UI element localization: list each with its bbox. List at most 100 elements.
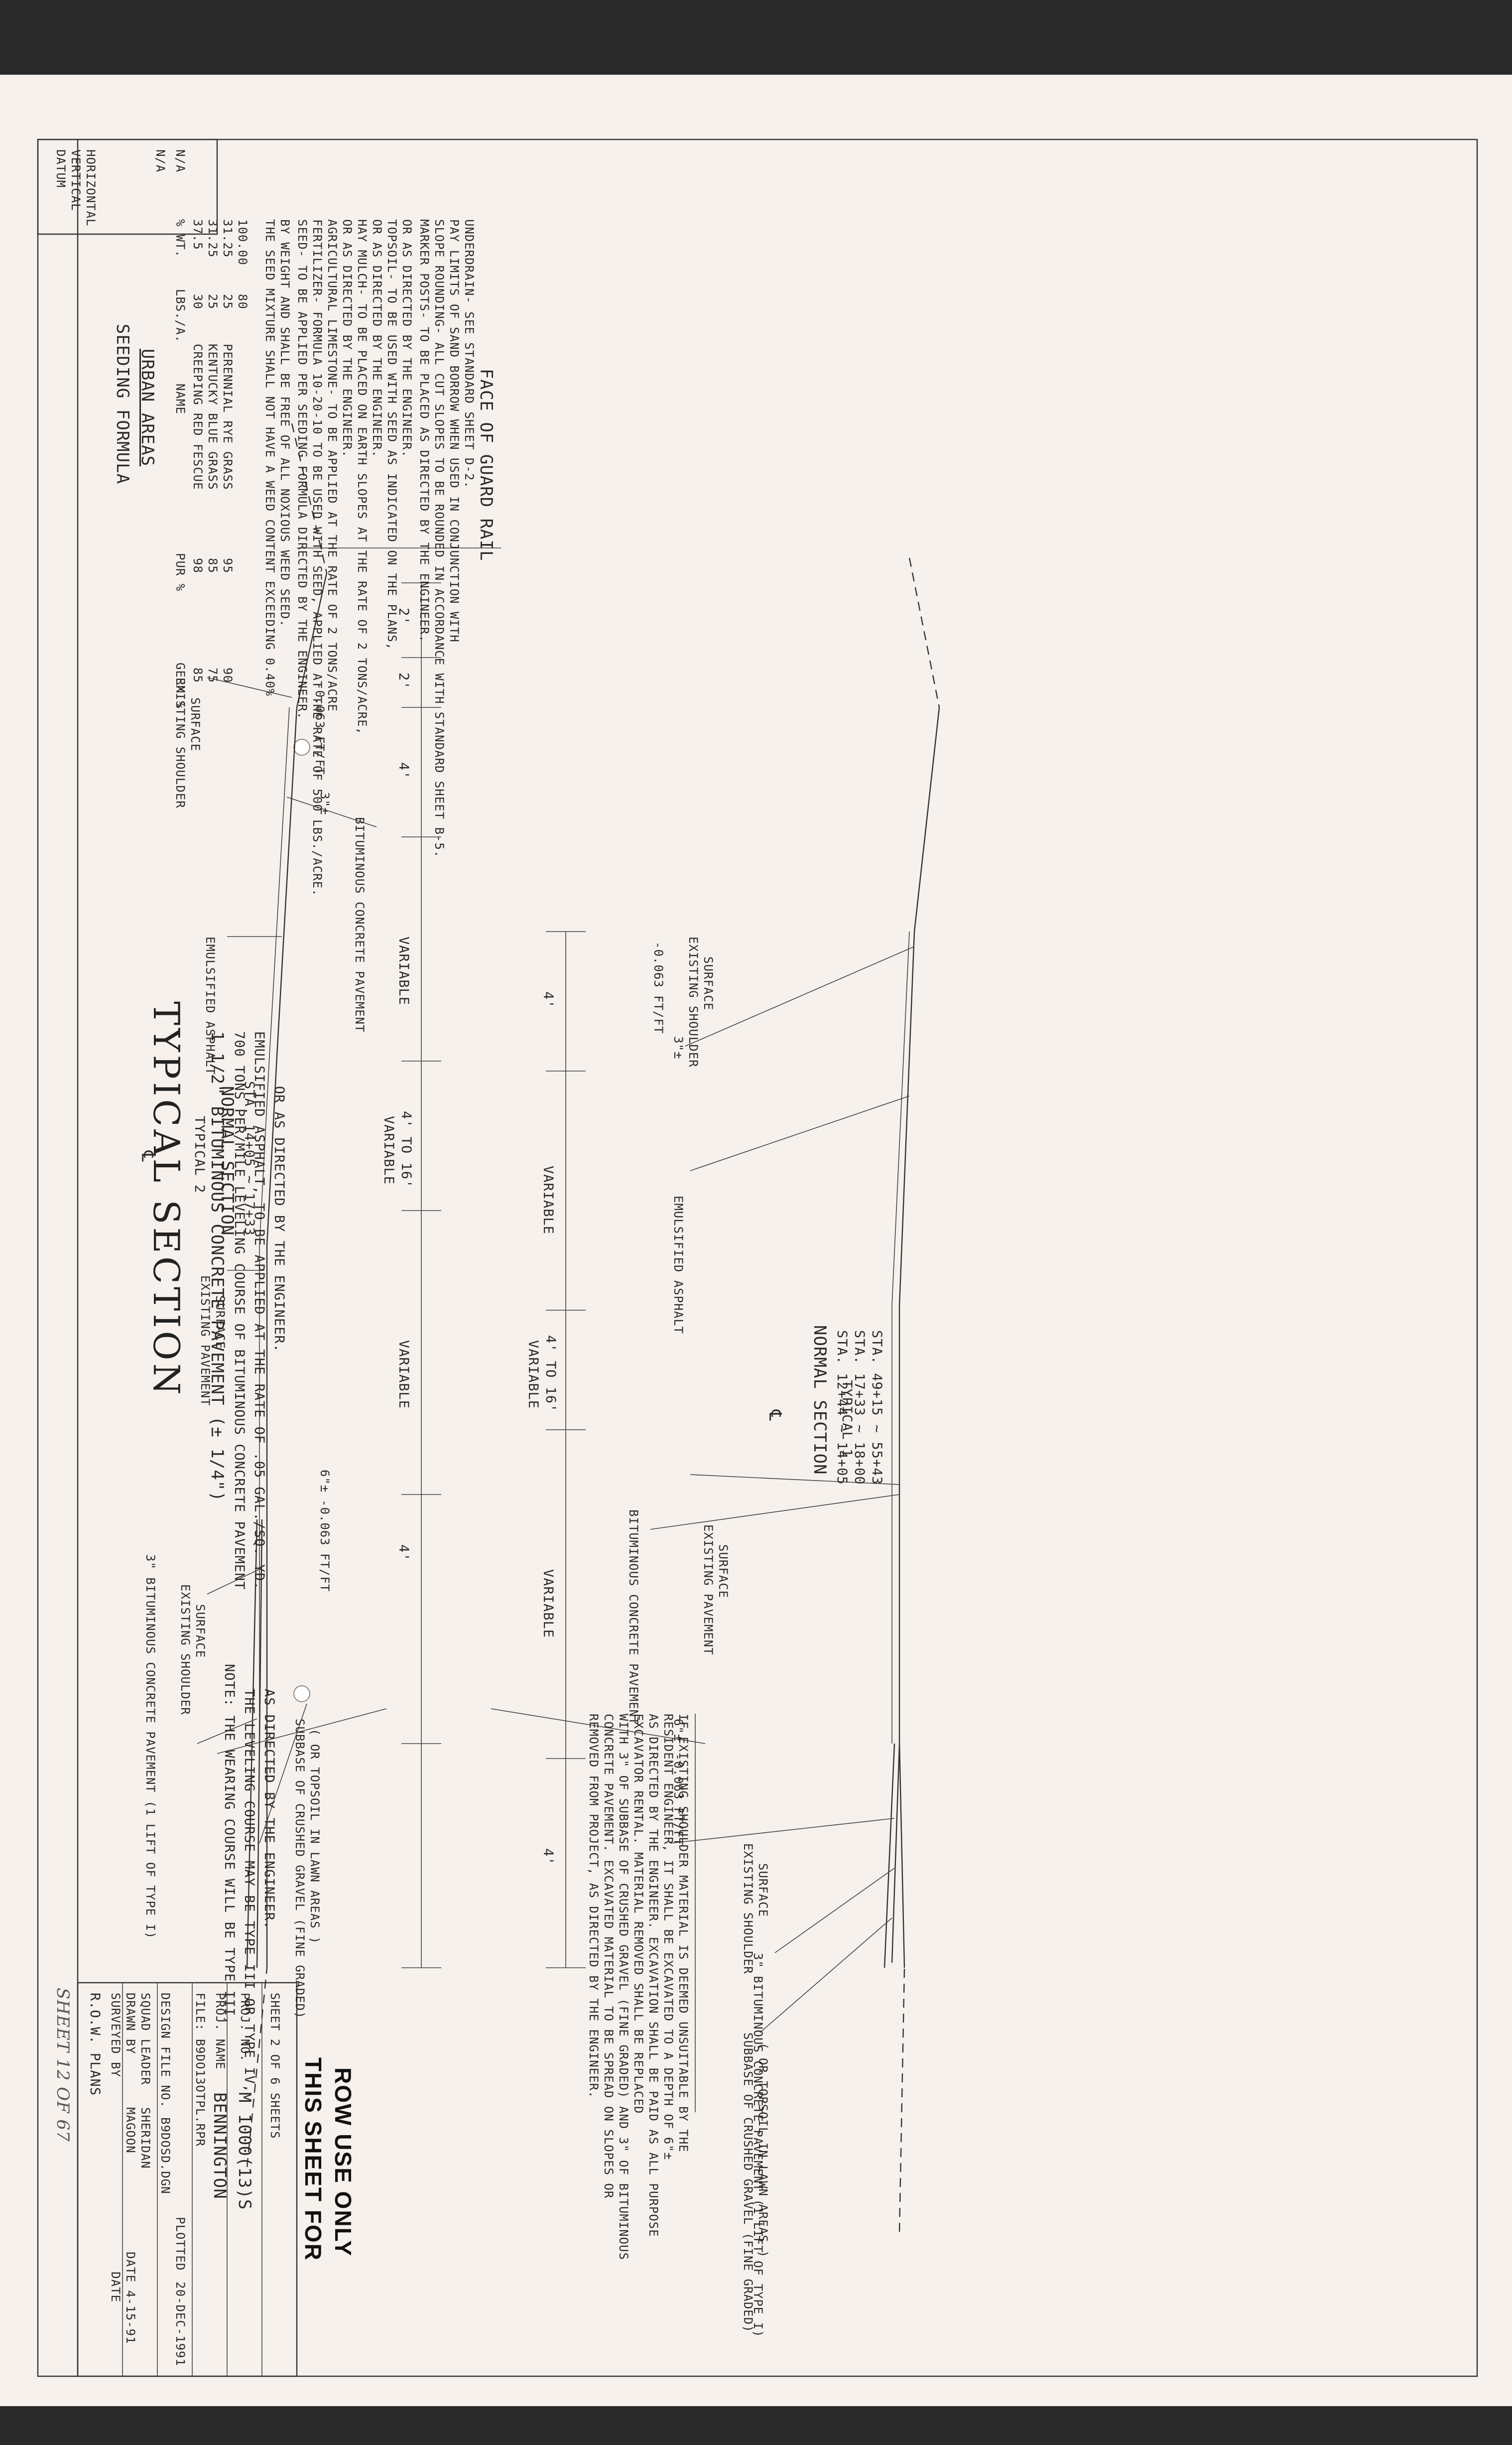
- dim-label: 4': [396, 762, 411, 780]
- row-stamp-line2: ROW USE ONLY: [330, 2067, 356, 2257]
- seeding-total: 100.00: [236, 219, 250, 266]
- tb-heading: R.O.W. PLANS: [87, 1993, 103, 2096]
- seeding-cell: 90: [221, 668, 235, 683]
- station-range: STA. 17+33 ~ 18+00: [852, 1330, 867, 1485]
- sheet-number: SHEET 12 OF 67: [53, 1988, 73, 2142]
- tb-drawn: DRAWN BY: [124, 1993, 137, 2054]
- datum-label: DATUM: [54, 149, 68, 188]
- seeding-note: OR AS DIRECTED BY THE ENGINEER.: [340, 219, 354, 458]
- dim-label: VARIABLE: [396, 1340, 411, 1409]
- label-emulsified: EMULSIFIED ASPHALT: [203, 937, 217, 1076]
- wearing-note: NOTE: THE WEARING COURSE WILL BE TYPE II…: [222, 1664, 237, 2025]
- tb-plot: 20-DEC-1991: [173, 2282, 187, 2366]
- label-subbase: ( OR TOPSOIL IN LAWN AREAS ): [308, 1729, 322, 1944]
- typical-name: TYPICAL 2: [192, 1116, 207, 1194]
- typical-2-surface: [266, 572, 328, 1968]
- dim-label: VARIABLE: [540, 1166, 556, 1235]
- dim-label: VARIABLE: [381, 1116, 396, 1185]
- shoulder-note-leader-bottom: [217, 1708, 387, 1754]
- tb-design-file-label: DESIGN FILE NO.: [158, 1993, 172, 2108]
- shoulder-note-leader-top: [491, 1708, 706, 1744]
- station-range: STA. 12+44 ~ 14+05: [834, 1330, 850, 1485]
- drawing-title: TYPICAL SECTION: [145, 1001, 187, 1398]
- bottom-edge: [0, 2406, 1512, 2445]
- shoulder-note: IF EXISTING SHOULDER MATERIAL IS DEEMED …: [676, 1714, 690, 2153]
- dim-label: 4' TO 16': [398, 1111, 414, 1189]
- slope-label: -0.063 FT/FT: [651, 942, 665, 1034]
- label-existing-pavement: EXISTING PAVEMENT: [198, 1275, 212, 1406]
- station-range: STA. 14+05 ~ 17+33: [242, 1081, 257, 1236]
- seeding-total: 80: [236, 294, 250, 309]
- label-existing-shoulder: EXISTING SHOULDER: [173, 678, 187, 809]
- seeding-cell: 30: [191, 294, 205, 309]
- label-existing-pavement: SURFACE: [213, 1295, 227, 1350]
- title-block-frame: [77, 1982, 298, 2377]
- label-bituminous: BITUMINOUS CONCRETE PAVEMENT: [627, 1509, 640, 1725]
- dim-label: 4' TO 16': [543, 1335, 558, 1413]
- tb-sheet: SHEET 2 OF 6 SHEETS: [268, 1993, 282, 2139]
- binding-hole: [293, 739, 310, 756]
- tb-proj-no-label: PROJ. NO.: [238, 1993, 252, 2062]
- seeding-note: OR AS DIRECTED BY THE ENGINEER.: [370, 219, 384, 458]
- typical-2-section: [197, 423, 501, 2168]
- seeding-cell: 31.25: [221, 219, 235, 258]
- label-existing-shoulder: EXISTING SHOULDER: [686, 937, 700, 1068]
- wearing-note: AS DIRECTED BY THE ENGINEER.: [261, 1689, 277, 1930]
- depth-label: 6"±: [318, 1470, 332, 1493]
- seeding-note: PAY LIMITS OF SAND BORROW WHEN USED IN C…: [447, 219, 461, 643]
- slope-label: -0.063 FT/FT: [318, 1499, 332, 1592]
- section-name: NORMAL SECTION: [810, 1325, 830, 1475]
- sheet-border: [37, 138, 1478, 2377]
- label-existing-pavement: SURFACE: [716, 1544, 730, 1599]
- dim-label: 4': [540, 991, 556, 1009]
- shoulder-note: CONCRETE PAVEMENT. EXCAVATED MATERIAL TO…: [602, 1714, 616, 2199]
- seeding-note: OR AS DIRECTED BY THE ENGINEER.: [400, 219, 414, 458]
- seeding-note: AGRICULTURAL LIMESTONE- TO BE APPLIED AT…: [325, 219, 339, 712]
- tb-surveyed: SURVEYED BY: [109, 1993, 123, 2077]
- dim-label: 2': [396, 608, 411, 625]
- tb-date: DATE 4-15-91: [124, 2252, 137, 2344]
- tb-date-label: DATE: [109, 2272, 123, 2303]
- label-existing-shoulder: SURFACE: [701, 956, 715, 1011]
- label-three-inch: 3" BITUMINOUS CONCRETE PAVEMENT (1 LIFT …: [143, 1554, 157, 1939]
- tb-proj-no: M 1000(13)S: [235, 2092, 254, 2210]
- seeding-note: SLOPE ROUNDING- ALL CUT SLOPES TO BE ROU…: [432, 219, 446, 858]
- dim-label: VARIABLE: [525, 1340, 541, 1409]
- seeding-header: NAME: [173, 384, 187, 414]
- seeding-note: UNDERDRAIN- SEE STANDARD SHEET D-2.: [462, 219, 476, 489]
- depth-label: 3"±: [671, 1036, 685, 1060]
- seeding-cell: 95: [221, 558, 235, 573]
- tb-plot-label: PLOTTED: [173, 2217, 187, 2271]
- tb-squad-name: SHERIDAN: [138, 2107, 152, 2169]
- seeding-note: SEED- TO BE APPLIED PER SEEDING FORMULA …: [295, 219, 309, 720]
- label-existing-pavement: EXISTING PAVEMENT: [701, 1524, 715, 1655]
- typical-1-cut-slope-left: [908, 557, 940, 708]
- dim-label: 4': [540, 1848, 556, 1866]
- dim-label: VARIABLE: [396, 937, 411, 1006]
- seeding-cell: 25: [221, 294, 235, 309]
- seeding-note: THE SEED MIXTURE SHALL NOT HAVE A WEED C…: [263, 219, 277, 696]
- label-subbase: ( OR TOPSOIL IN LAWN AREAS ): [756, 2042, 770, 2258]
- label-existing-shoulder: SURFACE: [193, 1604, 207, 1658]
- pavement-note: OR AS DIRECTED BY THE ENGINEER.: [271, 1086, 287, 1353]
- guard-rail-label: FACE OF GUARD RAIL: [476, 369, 496, 561]
- label-subbase: SUBBASE OF CRUSHED GRAVEL (FINE GRADED): [741, 2033, 755, 2333]
- shoulder-note: REMOVED FROM PROJECT, AS DIRECTED BY THE…: [587, 1714, 601, 2099]
- datum-box: [37, 138, 218, 235]
- seeding-cell: 85: [191, 668, 205, 683]
- seeding-note: HAY MULCH- TO BE PLACED ON EARTH SLOPES …: [355, 219, 369, 735]
- label-existing-shoulder: EXISTING SHOULDER: [178, 1584, 192, 1715]
- seeding-cell: 75: [206, 668, 220, 683]
- label-emulsified: EMULSIFIED ASPHALT: [671, 1196, 685, 1335]
- label-existing-shoulder: SURFACE: [188, 697, 202, 752]
- dim-label: 4': [396, 1544, 411, 1562]
- dim-label: 2': [396, 673, 411, 690]
- seeding-subtitle: URBAN AREAS: [137, 349, 157, 467]
- label-subbase: SUBBASE OF CRUSHED GRAVEL (FINE GRADED): [293, 1719, 307, 2019]
- seeding-header: % WT.: [173, 219, 187, 258]
- seeding-cell: 98: [191, 558, 205, 573]
- slope-label: -0.063 FT/FT: [313, 682, 327, 775]
